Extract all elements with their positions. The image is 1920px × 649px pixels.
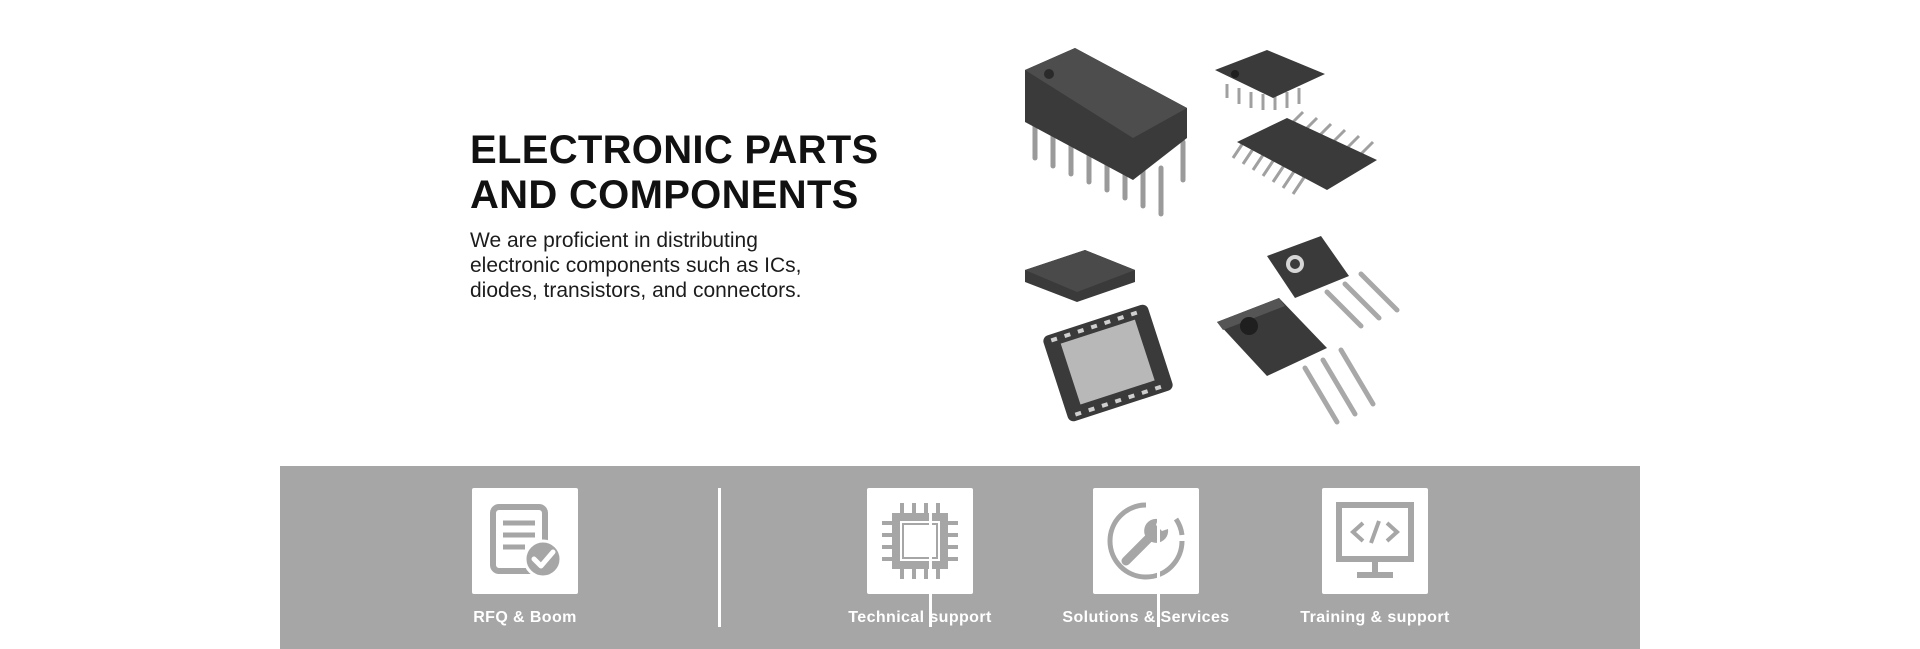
- hero-description-line-3: diodes, transistors, and connectors.: [470, 279, 802, 302]
- service-rfq-boom[interactable]: RFQ & Boom: [425, 488, 625, 649]
- components-illustration: [1025, 48, 1400, 425]
- hero-description: We are proficient in distributing electr…: [470, 228, 910, 303]
- divider: [929, 488, 932, 627]
- service-label: Technical support: [848, 609, 992, 626]
- hero-title: ELECTRONIC PARTS AND COMPONENTS: [470, 128, 910, 218]
- soic-chip-illustration: [1215, 50, 1377, 195]
- hero-section: ELECTRONIC PARTS AND COMPONENTS We are p…: [470, 48, 1400, 425]
- hero-text-block: ELECTRONIC PARTS AND COMPONENTS We are p…: [470, 128, 910, 303]
- hero-title-line-2: AND COMPONENTS: [470, 173, 859, 217]
- service-solutions-services[interactable]: Solutions & Services: [1046, 488, 1246, 649]
- code-monitor-icon: [1336, 502, 1414, 578]
- service-tile[interactable]: [1322, 488, 1428, 594]
- service-label: Training & support: [1300, 609, 1450, 626]
- qfn-chip-illustration: [1025, 250, 1173, 422]
- service-tile[interactable]: [1093, 488, 1199, 594]
- services-bar: RFQ & Boom Technical support: [280, 466, 1640, 649]
- divider: [718, 488, 721, 627]
- service-training-support[interactable]: Training & support: [1275, 488, 1475, 649]
- hero-title-line-1: ELECTRONIC PARTS: [470, 128, 879, 172]
- chip-icon: [882, 503, 958, 579]
- dip-chip-illustration: [1025, 48, 1187, 217]
- hero-description-line-2: electronic components such as ICs,: [470, 254, 802, 277]
- hero-description-line-1: We are proficient in distributing: [470, 229, 758, 252]
- divider: [1157, 488, 1160, 627]
- rfq-document-check-icon: [490, 504, 563, 579]
- transistor-illustration: [1217, 236, 1400, 425]
- service-tile[interactable]: [867, 488, 973, 594]
- wrench-icon: [1107, 502, 1185, 580]
- service-tile[interactable]: [472, 488, 578, 594]
- service-label: RFQ & Boom: [473, 609, 577, 626]
- service-technical-support[interactable]: Technical support: [820, 488, 1020, 649]
- service-label: Solutions & Services: [1062, 609, 1230, 626]
